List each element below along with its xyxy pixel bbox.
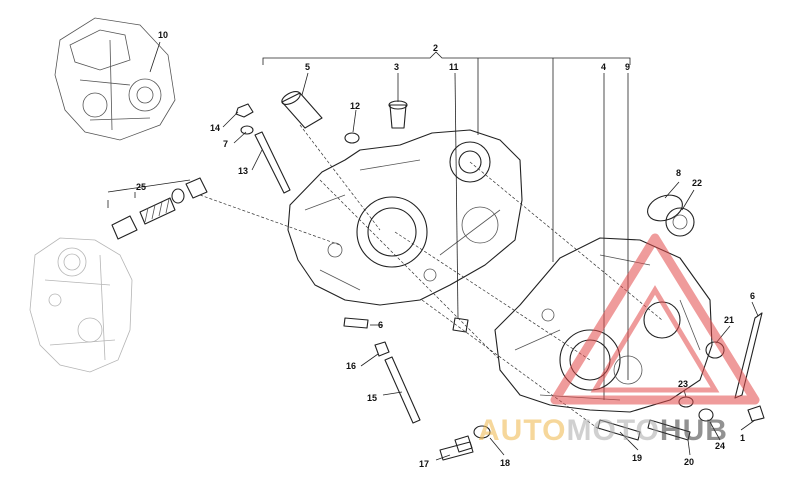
reference-engine-ghost (29, 237, 133, 373)
callout-15: 15 (367, 393, 377, 403)
callout-2: 2 (433, 43, 438, 53)
watermark-text-auto: AUTOMOTOHUB (478, 414, 728, 447)
small-parts (111, 91, 765, 461)
callout-3: 3 (394, 62, 399, 72)
callout-16: 16 (346, 361, 356, 371)
callout-23: 23 (678, 379, 688, 389)
leader-lines (107, 41, 759, 461)
callout-11: 11 (449, 62, 459, 72)
callout-12: 12 (350, 101, 360, 111)
callout-21: 21 (724, 315, 734, 325)
callout-labels: 1 2 3 4 5 6 6 7 8 9 10 11 12 13 14 15 16… (136, 30, 755, 469)
callout-8: 8 (676, 168, 681, 178)
callout-17: 17 (419, 459, 429, 469)
callout-14: 14 (210, 123, 220, 133)
callout-1: 1 (740, 433, 745, 443)
callout-25: 25 (136, 182, 146, 192)
callout-7: 7 (223, 139, 228, 149)
watermark: AUTOMOTOHUB (478, 233, 760, 447)
watermark-triangle-logo (550, 233, 760, 405)
callout-9: 9 (625, 62, 630, 72)
callout-19: 19 (632, 453, 642, 463)
callout-6-middle: 6 (378, 320, 383, 330)
callout-13: 13 (238, 166, 248, 176)
callout-10: 10 (158, 30, 168, 40)
complete-engine-assembly (54, 17, 176, 141)
callout-22: 22 (692, 178, 702, 188)
left-crankcase-half (287, 129, 523, 306)
callout-5: 5 (305, 62, 310, 72)
callout-20: 20 (684, 457, 694, 467)
callout-18: 18 (500, 458, 510, 468)
callout-24: 24 (715, 441, 725, 451)
callout-6-right: 6 (750, 291, 755, 301)
callout-4: 4 (601, 62, 606, 72)
